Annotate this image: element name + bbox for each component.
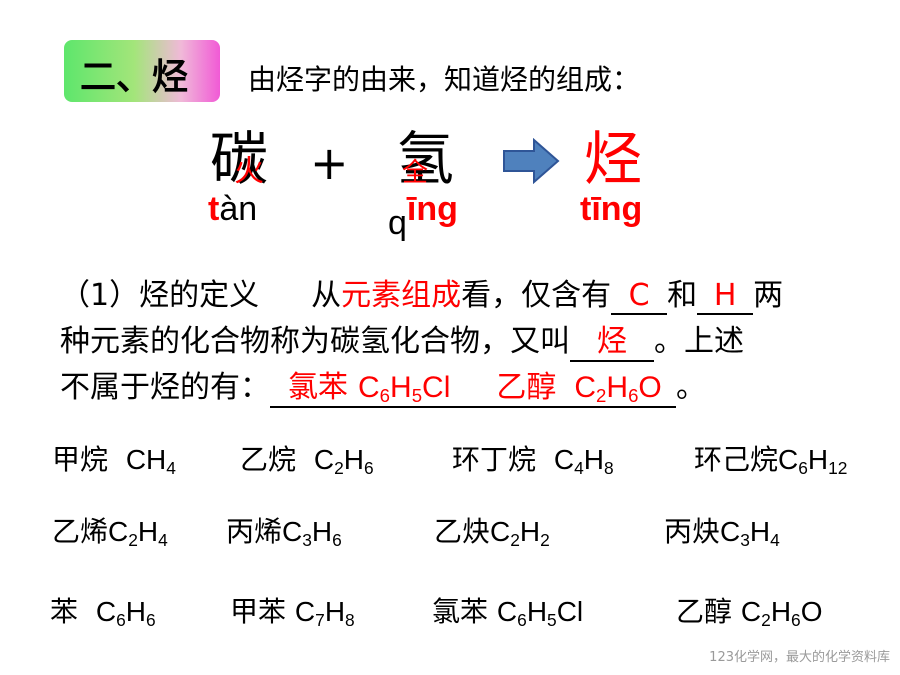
hydrocarbon-char: 烃 [584, 125, 643, 193]
compound-toluene: 甲苯 C7H8 [230, 595, 355, 630]
compound-ethanol: 乙醇 C2H6O [676, 595, 823, 630]
section-badge [64, 40, 220, 102]
plus-sign: + [310, 136, 349, 190]
compound-acetylene: 乙炔C2H2 [434, 515, 550, 550]
hydrocarbon-pinyin: tīng [580, 190, 643, 228]
compound-ethylene: 乙烯C2H4 [52, 515, 168, 550]
arrow-right-icon [503, 138, 560, 184]
blank-carbon: C [611, 278, 668, 315]
definition-line-2: 种元素的化合物称为碳氢化合物，又叫烃。上述 [60, 316, 744, 362]
carbon-radical: 火 [234, 154, 264, 189]
blank-hydrocarbon: 烃 [570, 316, 654, 362]
hydrogen-char: 氢 [396, 125, 455, 193]
compound-methane: 甲烷 CH4 [52, 443, 176, 478]
compound-propylene: 丙烯C3H6 [226, 515, 342, 550]
hydrogen-pinyin: qīng [388, 190, 458, 242]
compound-benzene: 苯 C6H6 [50, 595, 156, 630]
compound-cyclohexane: 环己烷C6H12 [694, 443, 848, 478]
compound-cyclobutane: 环丁烷 C4H8 [452, 443, 614, 478]
hydrogen-radical: 全 [402, 158, 429, 188]
compound-ethane: 乙烷 C2H6 [240, 443, 374, 478]
blank-hydrogen: H [697, 278, 754, 315]
intro-text: 由烃字的由来，知道烃的组成： [248, 63, 641, 96]
carbon-char: 碳 [210, 125, 269, 193]
compound-propyne: 丙炔C3H4 [664, 515, 780, 550]
footer-watermark: 123化学网，最大的化学资料库 [709, 650, 890, 665]
section-title: 二、烃 [80, 57, 189, 98]
carbon-pinyin: tàn [208, 190, 258, 228]
compound-chlorobenzene: 氯苯 C6H5Cl [432, 595, 584, 630]
